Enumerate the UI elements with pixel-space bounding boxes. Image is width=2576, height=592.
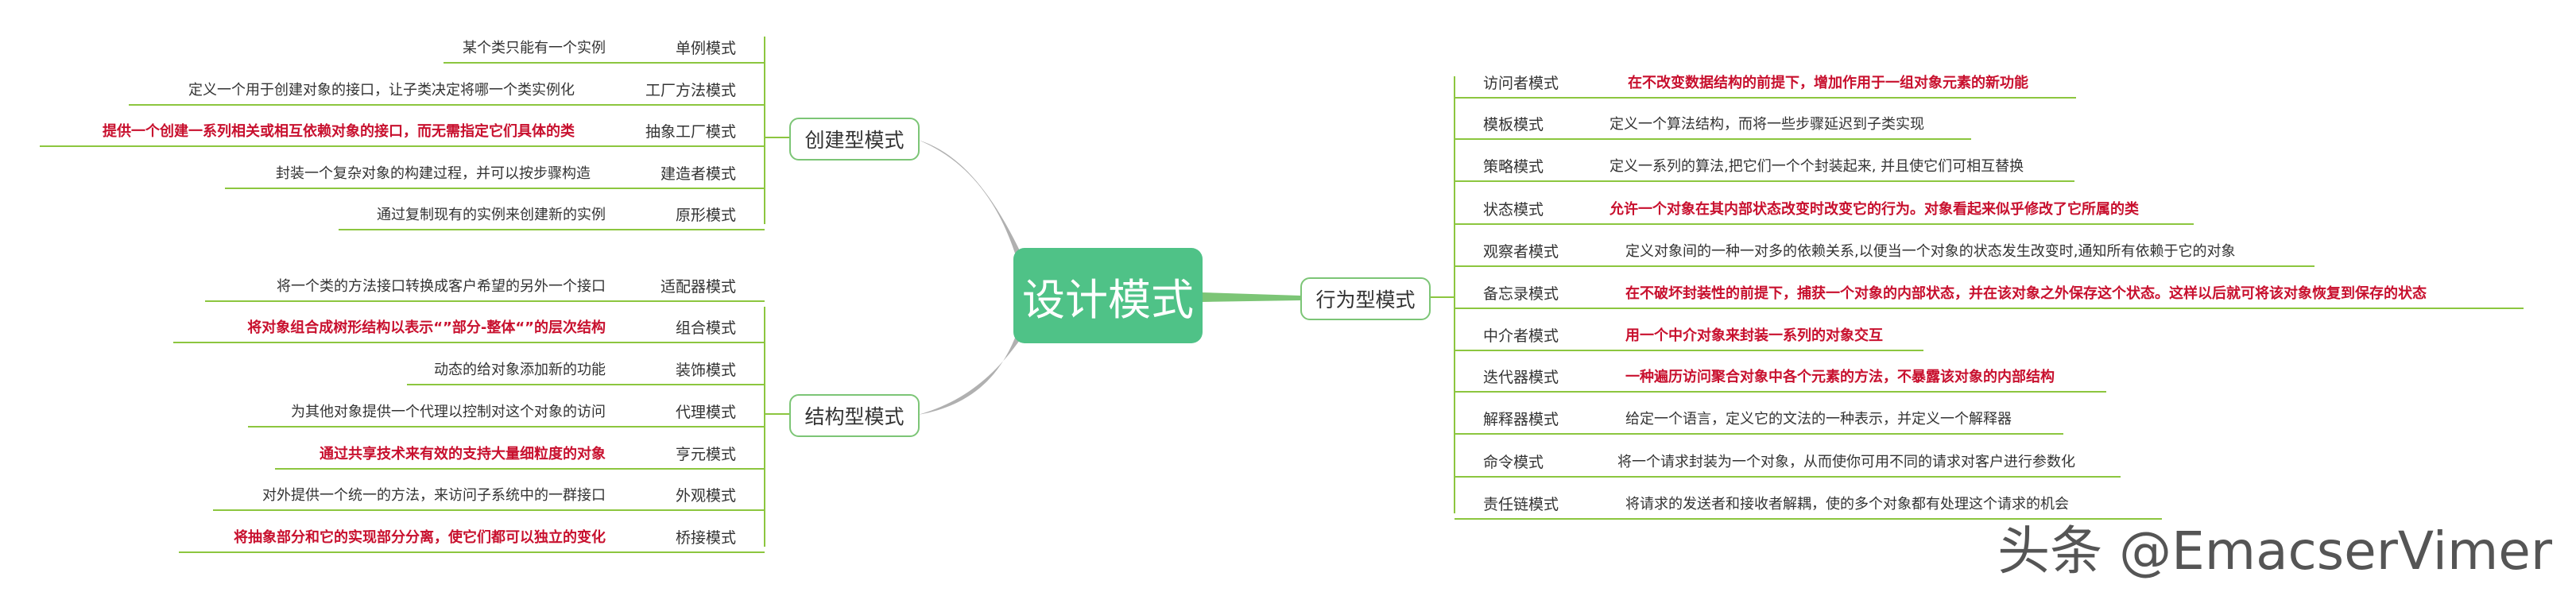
connector-central-to-behavioral	[1202, 292, 1300, 302]
behavioral-item-desc: 将请求的发送者和接收者解耦，使的多个对象都有处理这个请求的机会	[1625, 496, 2069, 513]
behavioral-item-name: 命令模式	[1483, 454, 1544, 471]
watermark: 头条 @EmacserVimer	[1997, 520, 2552, 582]
branch-structural[interactable]: 结构型模式	[789, 394, 920, 437]
behavioral-item-desc: 将一个请求封装为一个对象，从而使你可用不同的请求对客户进行参数化	[1617, 454, 2075, 470]
branch-structural-label: 结构型模式	[804, 405, 905, 428]
structural-item-desc: 将对象组合成树形结构以表示“”部分-整体“”的层次结构	[247, 319, 606, 336]
creational-item-desc: 提供一个创建一系列相关或相互依赖对象的接口，而无需指定它们具体的类	[103, 123, 575, 140]
branch-creational[interactable]: 创建型模式	[789, 118, 920, 161]
structural-item-name: 代理模式	[675, 404, 736, 421]
connector-central-to-creational	[918, 140, 1025, 266]
creational-item-desc: 通过复制现有的实例来创建新的实例	[377, 207, 606, 223]
behavioral-item-name: 备忘录模式	[1483, 285, 1559, 303]
branch-creational-label: 创建型模式	[804, 129, 905, 152]
behavioral-item-name: 策略模式	[1483, 158, 1544, 176]
branch-behavioral-label: 行为型模式	[1315, 288, 1416, 311]
structural-item-desc: 为其他对象提供一个代理以控制对这个对象的访问	[291, 404, 606, 420]
structural-item-desc: 将一个类的方法接口转换成客户希望的另外一个接口	[277, 278, 606, 295]
creational-item-desc: 某个类只能有一个实例	[463, 40, 606, 56]
central-topic-title: 设计模式	[1022, 274, 1194, 325]
behavioral-item-name: 迭代器模式	[1483, 369, 1559, 386]
creational-item-name: 单例模式	[675, 40, 736, 57]
structural-item-name: 亨元模式	[675, 446, 736, 463]
central-topic[interactable]: 设计模式	[1013, 248, 1203, 343]
structural-item-name: 装饰模式	[675, 362, 736, 379]
creational-item-name: 建造者模式	[660, 165, 736, 183]
behavioral-item-name: 访问者模式	[1483, 75, 1559, 92]
behavioral-item-desc: 一种遍历访问聚合对象中各个元素的方法，不暴露该对象的内部结构	[1625, 369, 2055, 385]
behavioral-item-desc: 用一个中介对象来封装一系列的对象交互	[1625, 327, 1883, 344]
creational-item-name: 原形模式	[675, 207, 736, 224]
connector-central-to-structural	[918, 327, 1025, 415]
behavioral-item-name: 责任链模式	[1483, 496, 1559, 513]
branch-behavioral[interactable]: 行为型模式	[1300, 277, 1431, 320]
creational-item-name: 抽象工厂模式	[645, 123, 736, 141]
behavioral-item-desc: 定义一个算法结构，而将一些步骤延迟到子类实现	[1610, 116, 1924, 133]
behavioral-item-desc: 在不破坏封装性的前提下，捕获一个对象的内部状态，并在该对象之外保存这个状态。这样…	[1625, 285, 2427, 302]
behavioral-item-desc: 定义对象间的一种一对多的依赖关系,以便当一个对象的状态发生改变时,通知所有依赖于…	[1625, 243, 2236, 260]
structural-item-name: 适配器模式	[660, 278, 736, 296]
behavioral-item-desc: 在不改变数据结构的前提下，增加作用于一组对象元素的新功能	[1628, 75, 2028, 91]
structural-item-name: 外观模式	[675, 487, 736, 505]
behavioral-item-desc: 允许一个对象在其内部状态改变时改变它的行为。对象看起来似乎修改了它所属的类	[1610, 201, 2139, 218]
behavioral-item-name: 中介者模式	[1483, 327, 1559, 345]
structural-item-desc: 对外提供一个统一的方法，来访问子系统中的一群接口	[262, 487, 606, 504]
structural-item-name: 组合模式	[675, 319, 736, 337]
behavioral-item-name: 状态模式	[1483, 201, 1544, 219]
creational-item-desc: 定义一个用于创建对象的接口，让子类决定将哪一个类实例化	[188, 82, 575, 99]
behavioral-item-desc: 定义一系列的算法,把它们一个个封装起来, 并且使它们可相互替换	[1610, 158, 2024, 175]
behavioral-item-name: 解释器模式	[1483, 411, 1559, 428]
structural-item-desc: 动态的给对象添加新的功能	[434, 362, 606, 378]
behavioral-item-name: 模板模式	[1483, 116, 1544, 133]
creational-item-desc: 封装一个复杂对象的构建过程，并可以按步骤构造	[276, 165, 591, 182]
structural-item-desc: 将抽象部分和它的实现部分分离，使它们都可以独立的变化	[234, 529, 606, 546]
behavioral-item-name: 观察者模式	[1483, 243, 1559, 261]
structural-item-name: 桥接模式	[675, 529, 736, 547]
behavioral-item-desc: 给定一个语言，定义它的文法的一种表示，并定义一个解释器	[1625, 411, 2012, 428]
creational-item-name: 工厂方法模式	[645, 82, 736, 99]
structural-item-desc: 通过共享技术来有效的支持大量细粒度的对象	[320, 446, 606, 462]
